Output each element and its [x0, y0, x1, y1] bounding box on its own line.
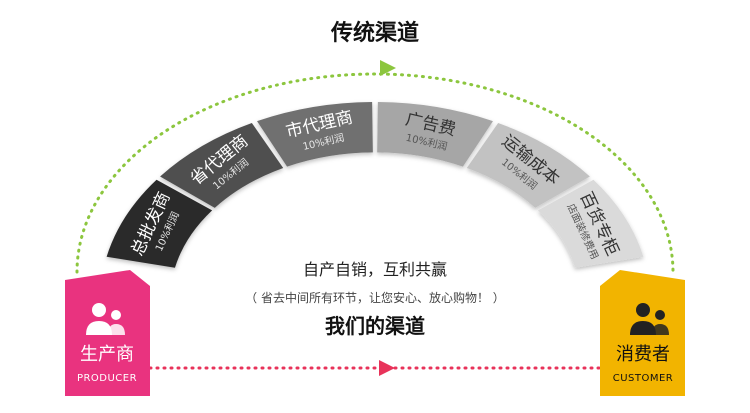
arch-segment [257, 102, 373, 167]
center-subtext: （ 省去中间所有环节，让您安心、放心购物！ ） [245, 290, 505, 305]
green-arrow-icon [380, 60, 396, 76]
middlemen-arch [106, 102, 644, 268]
consumer-label: 消费者 [616, 344, 670, 365]
arch-segment [160, 122, 284, 208]
arch-segment [537, 179, 644, 268]
middlemen-labels: 总批发商10%利润省代理商10%利润市代理商10%利润广告费10%利润运输成本1… [128, 107, 623, 261]
arch-segment [106, 179, 213, 268]
consumer-person-icon [630, 303, 669, 335]
consumer-english-label: CUSTOMER [613, 373, 674, 384]
traditional-channel-dotted-arc [75, 72, 675, 274]
red-arrow-icon [379, 360, 395, 376]
center-slogan: 自产自销，互利共赢 [303, 260, 447, 279]
arch-segment [466, 122, 590, 208]
producer-person-icon [86, 303, 125, 335]
producer-english-label: PRODUCER [77, 373, 137, 384]
producer-label: 生产商 [80, 344, 134, 365]
consumer-box: 消费者 CUSTOMER [600, 270, 685, 396]
producer-box: 生产商 PRODUCER [65, 270, 150, 396]
arch-segment [377, 102, 493, 167]
traditional-channel-title: 传统渠道 [330, 20, 419, 46]
our-channel-title: 我们的渠道 [325, 314, 425, 338]
